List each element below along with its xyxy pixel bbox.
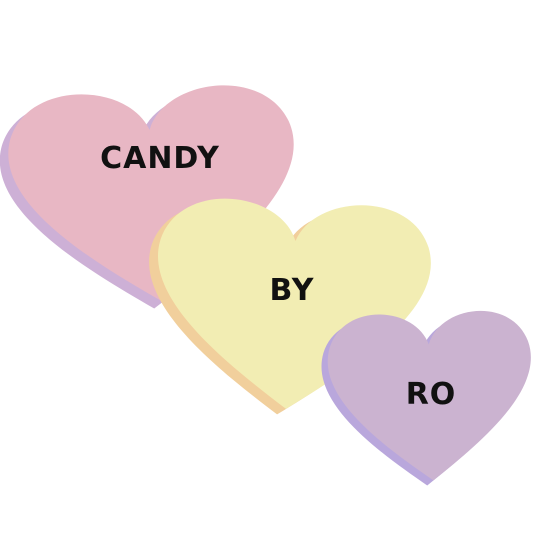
- heart-candy-label: CANDY: [100, 141, 220, 176]
- heart-ro-label: RO: [406, 377, 457, 412]
- heart-candy: CANDY: [0, 80, 306, 318]
- heart-by-label: BY: [270, 273, 315, 308]
- heart-ro: RO: [319, 309, 536, 490]
- heart-by: BY: [140, 195, 435, 422]
